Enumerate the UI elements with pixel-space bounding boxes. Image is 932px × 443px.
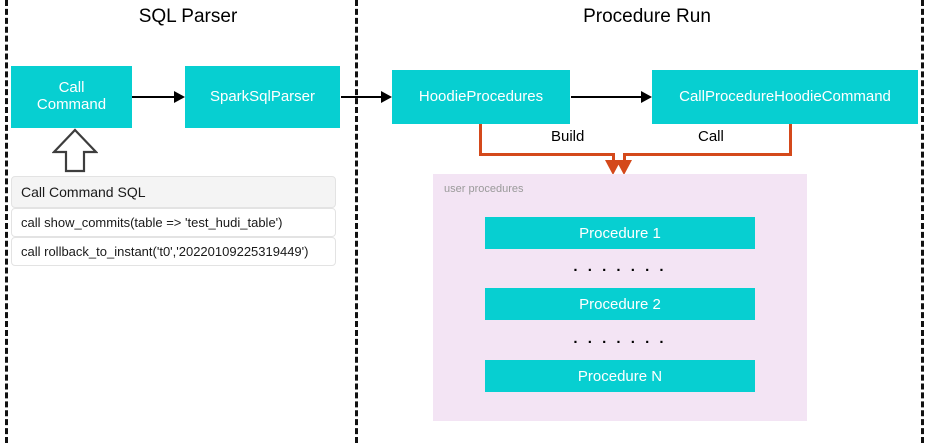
procedure-ellipsis-1: . . . . . . . xyxy=(573,258,667,275)
build-connector-horizontal xyxy=(479,153,615,156)
node-spark-sql-parser[interactable]: SparkSqlParser xyxy=(185,66,340,128)
call-command-sql-row-2[interactable]: call rollback_to_instant('t0','202201092… xyxy=(11,237,336,266)
node-call-command-label-line2: Command xyxy=(36,96,107,113)
call-command-sql-table: Call Command SQL call show_commits(table… xyxy=(11,176,336,266)
call-connector-vertical-left xyxy=(623,153,626,162)
node-call-procedure-hoodie-command[interactable]: CallProcedureHoodieCommand xyxy=(652,70,918,124)
arrow-spark-sql-parser-to-hoodie-procedures-icon xyxy=(341,91,392,103)
arrow-sql-table-to-call-command-icon xyxy=(52,128,98,173)
procedure-item-1[interactable]: Procedure 1 xyxy=(485,217,755,249)
procedure-ellipsis-2: . . . . . . . xyxy=(573,330,667,347)
user-procedures-label: user procedures xyxy=(444,183,524,195)
procedure-item-n[interactable]: Procedure N xyxy=(485,360,755,392)
node-call-command-label-line1: Call xyxy=(58,79,85,97)
panel-title-procedure-run: Procedure Run xyxy=(583,6,711,27)
arrow-call-command-to-spark-sql-parser-icon xyxy=(132,91,185,103)
call-command-sql-table-header: Call Command SQL xyxy=(11,176,336,208)
build-edge-label: Build xyxy=(545,128,591,145)
build-connector-vertical-left xyxy=(479,124,482,156)
call-connector-horizontal xyxy=(623,153,792,156)
call-command-sql-row-1[interactable]: call show_commits(table => 'test_hudi_ta… xyxy=(11,208,336,237)
divider-middle xyxy=(355,0,358,443)
build-connector-vertical-right xyxy=(612,153,615,162)
panel-title-sql-parser: SQL Parser xyxy=(138,6,238,27)
node-call-command[interactable]: Call Command xyxy=(11,66,132,128)
node-hoodie-procedures[interactable]: HoodieProcedures xyxy=(392,70,570,124)
arrow-hoodie-procedures-to-call-procedure-hoodie-command-icon xyxy=(571,91,652,103)
divider-right xyxy=(921,0,924,443)
call-connector-vertical-right xyxy=(789,124,792,156)
procedure-item-2[interactable]: Procedure 2 xyxy=(485,288,755,320)
divider-left xyxy=(5,0,8,443)
call-connector-arrowhead-icon xyxy=(616,160,632,175)
call-edge-label: Call xyxy=(692,128,730,145)
